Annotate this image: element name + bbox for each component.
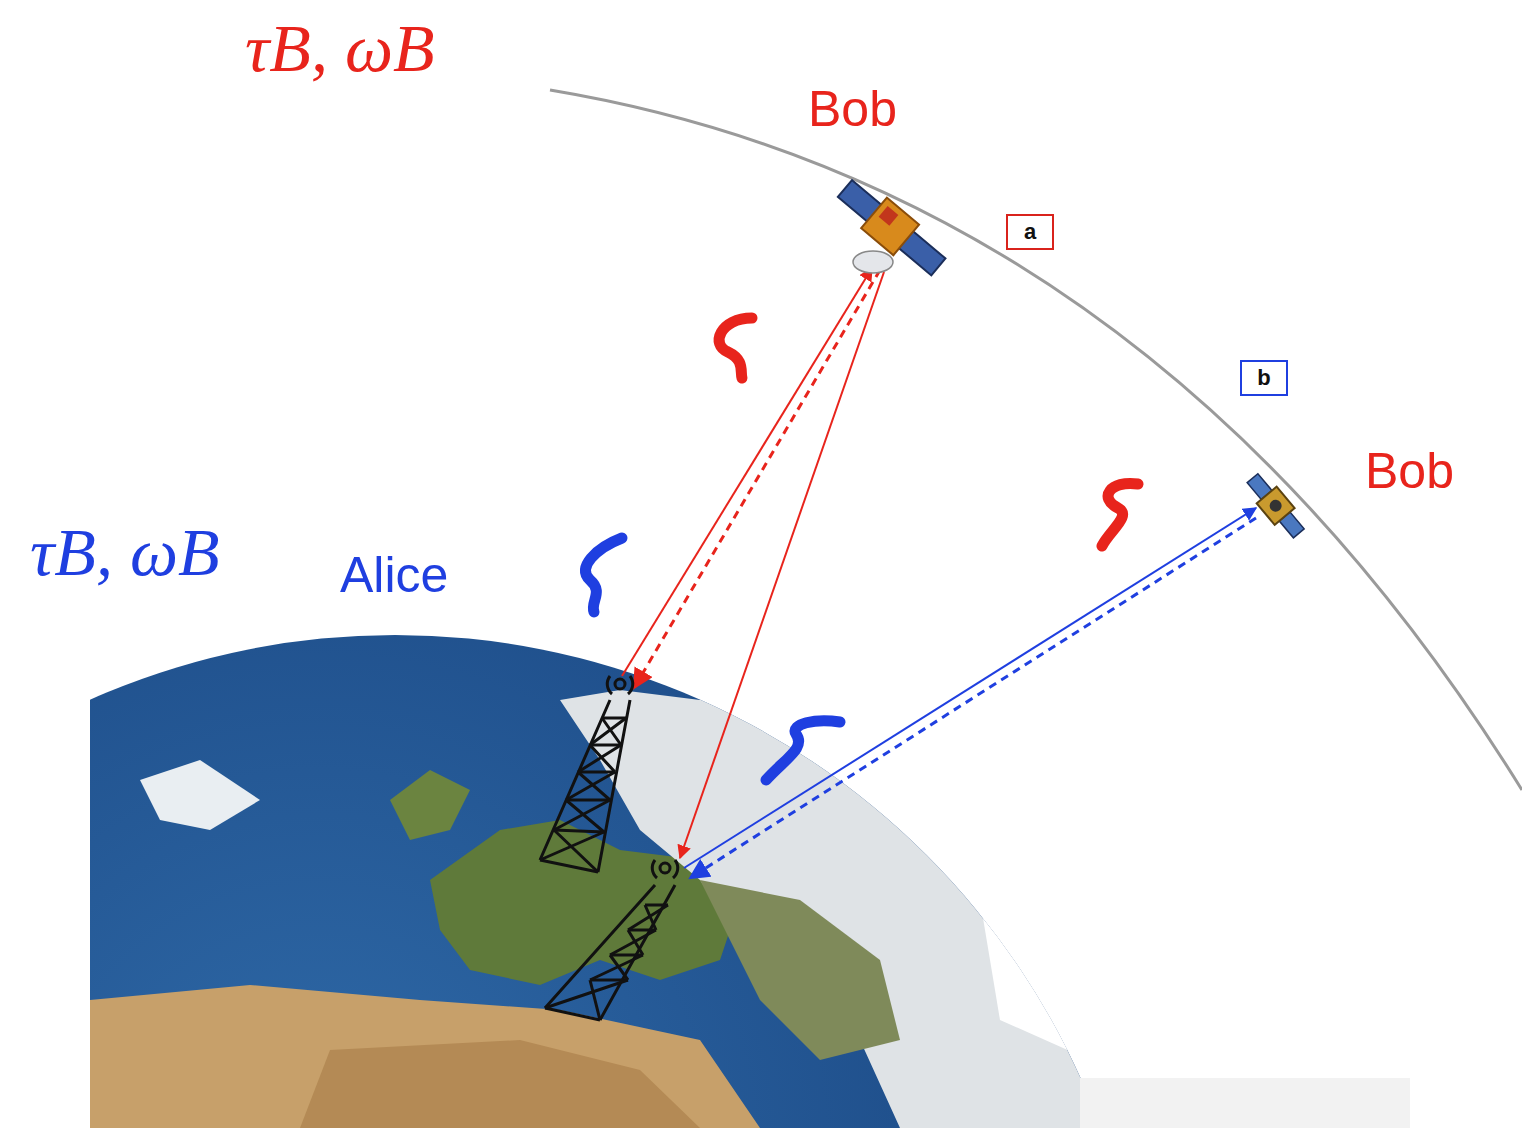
party-label: Bob — [1365, 446, 1454, 496]
party-label: Bob — [808, 84, 897, 134]
parameter-label: τB, ωB — [245, 14, 434, 82]
party-label: Alice — [340, 550, 448, 600]
tower — [540, 676, 633, 872]
callout-box: b — [1240, 360, 1288, 396]
satellite — [1243, 470, 1309, 542]
earth — [90, 635, 1410, 1128]
parameter-label: τB, ωB — [30, 518, 219, 586]
satellite — [832, 173, 951, 282]
photon-symbols — [585, 318, 1138, 780]
callout-box: a — [1006, 214, 1054, 250]
callout-letter: b — [1257, 367, 1270, 389]
tower — [545, 860, 678, 1020]
orbit-arc — [550, 90, 1522, 790]
callout-letter: a — [1024, 221, 1036, 243]
signal-links — [622, 268, 1256, 878]
